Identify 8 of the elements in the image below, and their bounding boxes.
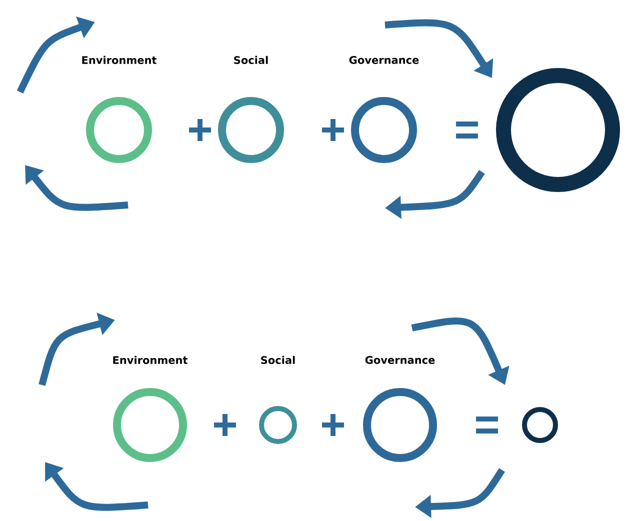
heading: Social — [232, 54, 270, 66]
heading: Governance — [348, 55, 420, 65]
ring — [496, 68, 620, 192]
heading: Environment — [111, 354, 189, 366]
heading: Social — [259, 354, 297, 366]
heading: Governance — [364, 355, 436, 365]
heading: Environment — [80, 54, 158, 66]
ring — [522, 406, 558, 443]
